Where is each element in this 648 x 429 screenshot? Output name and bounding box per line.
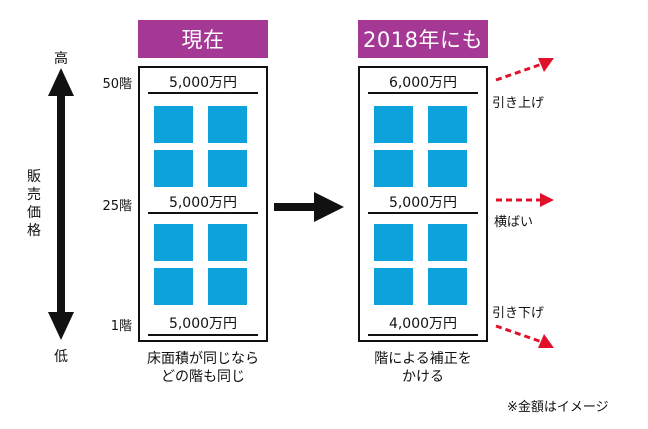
transition-arrow [274, 192, 344, 222]
caption-future-line2: かける [402, 369, 444, 385]
price-future-bottom: 4,000万円 [388, 316, 458, 332]
axis-title: 販 売 価 格 [26, 168, 42, 240]
window [154, 150, 193, 187]
arrow-down-dashed [495, 324, 554, 348]
window [208, 150, 247, 187]
window [208, 268, 247, 305]
underline-future-top [368, 92, 478, 94]
window [154, 224, 193, 261]
price-future-top: 6,000万円 [388, 75, 458, 91]
underline-current-bottom [148, 334, 258, 336]
window [374, 150, 413, 187]
price-current-mid: 5,000万円 [168, 195, 238, 211]
window [374, 268, 413, 305]
vertical-axis-arrow [48, 68, 74, 340]
axis-title-char-4: 格 [27, 223, 41, 239]
window [428, 150, 467, 187]
window [374, 106, 413, 143]
window [208, 106, 247, 143]
building-future: 6,000万円 5,000万円 4,000万円 [358, 66, 488, 342]
price-future-mid: 5,000万円 [388, 195, 458, 211]
price-current-top: 5,000万円 [168, 75, 238, 91]
floor-label-50: 50階 [102, 77, 132, 92]
caption-current: 床面積が同じなら どの階も同じ [128, 350, 278, 386]
underline-current-top [148, 92, 258, 94]
caption-current-line1: 床面積が同じなら [147, 351, 259, 367]
change-label-down: 引き下げ [492, 306, 545, 321]
window [428, 106, 467, 143]
arrow-up-dashed [495, 58, 554, 82]
floor-label-25: 25階 [102, 199, 132, 214]
underline-future-bottom [368, 334, 478, 336]
change-label-flat: 横ばい [494, 215, 534, 230]
window [208, 224, 247, 261]
axis-high-label: 高 [54, 51, 68, 67]
axis-title-char-1: 販 [27, 169, 41, 185]
caption-future-line1: 階による補正を [374, 351, 472, 367]
floor-label-1: 1階 [110, 319, 132, 334]
header-future: 2018年にも [358, 20, 488, 58]
footnote: ※金額はイメージ [507, 400, 609, 415]
window [154, 106, 193, 143]
building-current: 5,000万円 5,000万円 5,000万円 [138, 66, 268, 342]
caption-current-line2: どの階も同じ [161, 369, 245, 385]
underline-future-mid [368, 212, 478, 214]
axis-low-label: 低 [54, 349, 68, 365]
price-current-bottom: 5,000万円 [168, 316, 238, 332]
underline-current-mid [148, 212, 258, 214]
arrow-flat-dashed [496, 193, 554, 207]
window [428, 268, 467, 305]
header-current: 現在 [138, 20, 268, 58]
caption-future: 階による補正を かける [348, 350, 498, 386]
axis-title-char-2: 売 [27, 187, 41, 203]
window [154, 268, 193, 305]
window [428, 224, 467, 261]
window [374, 224, 413, 261]
axis-title-char-3: 価 [27, 205, 41, 221]
change-label-up: 引き上げ [492, 96, 545, 111]
